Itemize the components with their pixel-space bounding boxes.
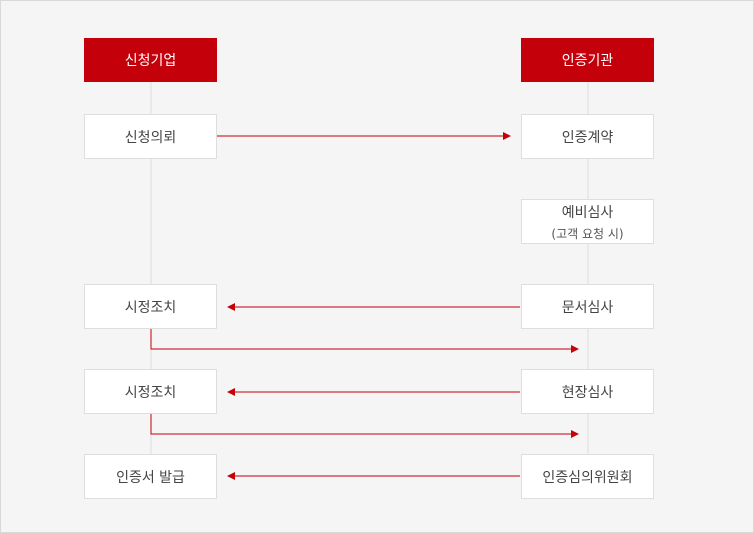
step-document-review-label: 문서심사: [561, 299, 614, 316]
step-contract-label: 인증계약: [561, 129, 614, 146]
arrow-correction2-return: [150, 413, 579, 438]
header-certifier-label: 인증기관: [561, 53, 614, 69]
step-correction-2-label: 시정조치: [124, 384, 177, 401]
step-request-label: 신청의뢰: [124, 129, 177, 146]
header-applicant: 신청기업: [84, 38, 217, 82]
step-issue-certificate: 인증서 발급: [84, 454, 217, 499]
step-correction-2: 시정조치: [84, 369, 217, 414]
step-committee: 인증심의위원회: [521, 454, 654, 499]
header-applicant-label: 신청기업: [124, 53, 177, 69]
step-correction-1: 시정조치: [84, 284, 217, 329]
header-certifier: 인증기관: [521, 38, 654, 82]
step-correction-1-label: 시정조치: [124, 299, 177, 316]
step-preliminary-review-label: 예비심사: [561, 204, 614, 221]
step-document-review: 문서심사: [521, 284, 654, 329]
step-committee-label: 인증심의위원회: [542, 469, 633, 486]
step-onsite-review: 현장심사: [521, 369, 654, 414]
arrow-correction1-return: [150, 328, 579, 353]
step-onsite-review-label: 현장심사: [561, 384, 614, 401]
step-request: 신청의뢰: [84, 114, 217, 159]
step-contract: 인증계약: [521, 114, 654, 159]
step-preliminary-review: 예비심사 (고객 요청 시): [521, 199, 654, 244]
step-preliminary-review-note: (고객 요청 시): [551, 226, 624, 241]
step-issue-certificate-label: 인증서 발급: [116, 469, 185, 486]
